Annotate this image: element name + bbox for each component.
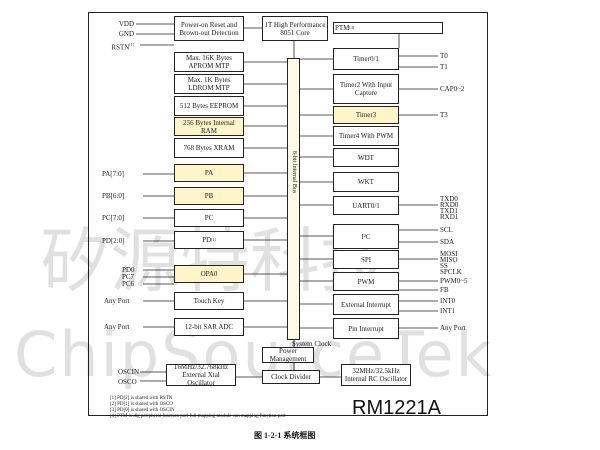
ext-interrupt-block: External Interrupt xyxy=(333,294,399,315)
pin-int1: INT1 xyxy=(440,307,456,315)
pin-any-port: Any Port xyxy=(440,324,466,332)
pin-rstn: RSTN[1] xyxy=(111,42,134,52)
power-reset-block: Power-on Reset and Brown-out Detection xyxy=(174,16,244,41)
pin-t0: T0 xyxy=(440,52,448,60)
touch-key-block: Touch Key xyxy=(174,292,244,310)
system-clock-label: System Clock xyxy=(292,340,332,348)
timer2-block: Timer2 With Input Capture xyxy=(333,74,399,104)
footnote: [4] PTM is dig peripheral function port … xyxy=(110,414,286,419)
pin-pc7: PC7 xyxy=(122,273,135,281)
xram-block: 768 Bytes XRAM xyxy=(174,138,244,158)
pin-adc: Any Port xyxy=(104,323,130,331)
pin-mosi: MOSI xyxy=(440,250,458,258)
pin-fb: FB xyxy=(440,286,449,294)
wdt-block: WDT xyxy=(333,148,399,167)
pin-sda: SDA xyxy=(440,238,455,246)
timer01-block: Timer0/1 xyxy=(333,48,399,70)
pin-pd0: PD0 xyxy=(122,266,135,274)
int-oscillator-block: 32MHz/32.5kHz Internal RC Oscillator xyxy=(341,364,411,386)
pin-oscin: OSCIN xyxy=(118,368,140,376)
pin-miso: MISO xyxy=(440,256,458,264)
pin-int0: INT0 xyxy=(440,297,456,305)
pin-scl: SCL xyxy=(440,226,453,234)
pin-gnd: GND xyxy=(118,30,134,38)
timer4-block: Timer4 With PWM xyxy=(333,126,399,146)
pin-pd: PD[2:0] xyxy=(102,237,125,245)
port-a-block: PA xyxy=(174,164,244,182)
pin-cap: CAP0~2 xyxy=(440,85,465,93)
internal-bus: 8-bit Internal Bus xyxy=(287,58,300,340)
pin-osco: OSCO xyxy=(118,378,137,386)
pin-pb: PB[6:0] xyxy=(102,192,125,200)
pin-pa: PA[7:0] xyxy=(102,170,124,178)
pwm-block: PWM xyxy=(333,272,399,291)
ext-oscillator-block: 16MHz/32.768kHz External Xtal Oscillator xyxy=(166,363,236,387)
pin-touch: Any Port xyxy=(104,297,130,305)
timer3-block: Timer3 xyxy=(333,106,399,124)
spi-block: SPI xyxy=(333,250,399,269)
uart-block: UART0/1 xyxy=(333,196,399,215)
port-c-block: PC xyxy=(174,209,244,227)
port-b-block: PB xyxy=(174,187,244,205)
brand-label: RM1221A xyxy=(352,397,441,419)
pin-ss: SS xyxy=(440,262,448,270)
pin-interrupt-block: Pin Interrupt xyxy=(333,318,399,339)
aprom-block: Max. 16K Bytes APROM MTP xyxy=(174,52,244,72)
cpu-core-block: 1T High Performance 8051 Core xyxy=(262,16,328,41)
eeprom-block: 512 Bytes EEPROM xyxy=(174,96,244,116)
footnote: [1] PD[2] is shared with RSTN xyxy=(110,396,173,401)
pin-rxd1: RXD1 xyxy=(440,213,459,221)
i2c-block: I²C xyxy=(333,224,399,249)
port-d-block: PD[1] xyxy=(174,231,244,249)
pin-t1: T1 xyxy=(440,63,448,71)
pin-pwm: PWM0~5 xyxy=(440,277,468,285)
ram-block: 256 Bytes Internal RAM xyxy=(174,117,244,136)
wkt-block: WKT xyxy=(333,172,399,192)
pin-rxd0: RXD0 xyxy=(440,201,459,209)
ldrom-block: Max. 1K Bytes LDROM MTP xyxy=(174,74,244,94)
adc-block: 12-bit SAR ADC xyxy=(174,318,244,336)
power-management-block: Power Management xyxy=(262,347,314,363)
diagram-frame xyxy=(88,12,488,416)
pin-pc: PC[7:0] xyxy=(102,214,125,222)
opa-block: OPA0 xyxy=(174,265,244,283)
pin-spclk: SPCLK xyxy=(440,268,462,276)
figure-caption: 图 1-2-1 系统框图 xyxy=(254,431,316,440)
pin-vdd: VDD xyxy=(118,20,134,28)
footnotes: [1] PD[2] is shared with RSTN [2] PD[1] … xyxy=(110,396,286,420)
pin-pc6: PC6 xyxy=(122,280,135,288)
footnote: [3] PD[0] is shared with OSCIN xyxy=(110,408,175,413)
pin-txd0: TXD0 xyxy=(440,195,458,203)
clock-divider-block: Clock Divider xyxy=(262,370,320,384)
pin-txd1: TXD1 xyxy=(440,207,458,215)
footnote: [2] PD[1] is shared with OSCO xyxy=(110,402,173,407)
ptm-block: PTM[4] xyxy=(333,22,443,34)
pin-t3: T3 xyxy=(440,111,448,119)
